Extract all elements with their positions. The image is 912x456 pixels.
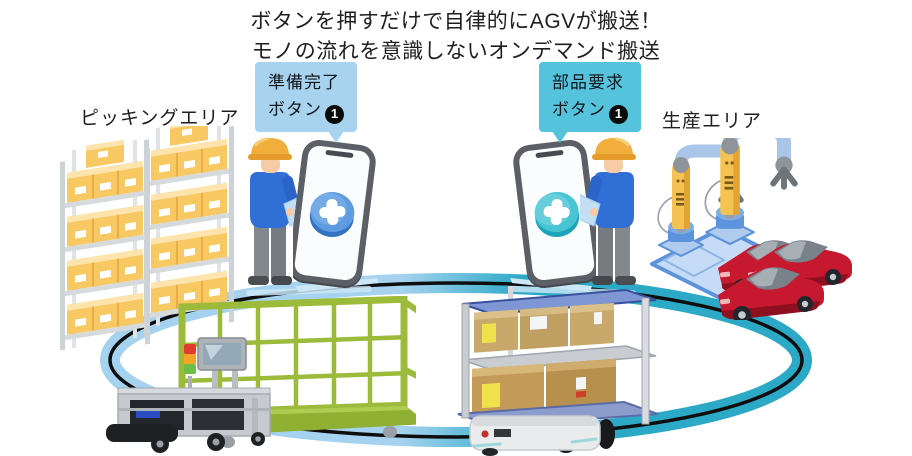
- request-button-word: ボタン: [552, 100, 606, 120]
- bubble-tail: [328, 131, 344, 144]
- picking-area-label: ピッキングエリア: [80, 108, 240, 129]
- smartphone-ready: [293, 140, 379, 292]
- agv-monitor: [197, 337, 247, 371]
- agv-shelf-robot: [457, 286, 659, 456]
- ready-bubble-label: 準備完了: [268, 73, 340, 92]
- tugger-agv: [106, 337, 271, 453]
- worker-production: [580, 136, 638, 287]
- agv-cage-cart: [106, 296, 416, 453]
- plus-button-icon: [534, 191, 580, 238]
- plus-button-icon: [309, 191, 355, 238]
- step-1-badge: 1: [325, 105, 344, 125]
- agv-loop-track: [100, 273, 812, 447]
- cardboard-boxes-upper: [474, 302, 614, 353]
- finished-cars: [718, 240, 852, 320]
- bubble-tail: [552, 131, 568, 144]
- step-1-badge: 1: [609, 105, 628, 125]
- production-area-label: 生産エリア: [662, 111, 763, 132]
- page-title: ボタンを押すだけで自律的にAGVが搬送！ モノの流れを意識しないオンデマンド搬送: [0, 7, 912, 68]
- smartphone-request: [510, 140, 596, 292]
- agv-robot-body: [469, 415, 601, 456]
- worker-figure: [580, 136, 638, 287]
- title-line-1: ボタンを押すだけで自律的にAGVが搬送！: [250, 10, 662, 33]
- ready-button-word: ボタン: [268, 100, 322, 120]
- cardboard-boxes-lower: [472, 358, 616, 417]
- guide-line: [108, 281, 804, 439]
- request-bubble-label: 部品要求: [552, 73, 624, 92]
- shelf-cart: [457, 286, 659, 453]
- title-line-2: モノの流れを意識しないオンデマンド搬送: [251, 40, 661, 64]
